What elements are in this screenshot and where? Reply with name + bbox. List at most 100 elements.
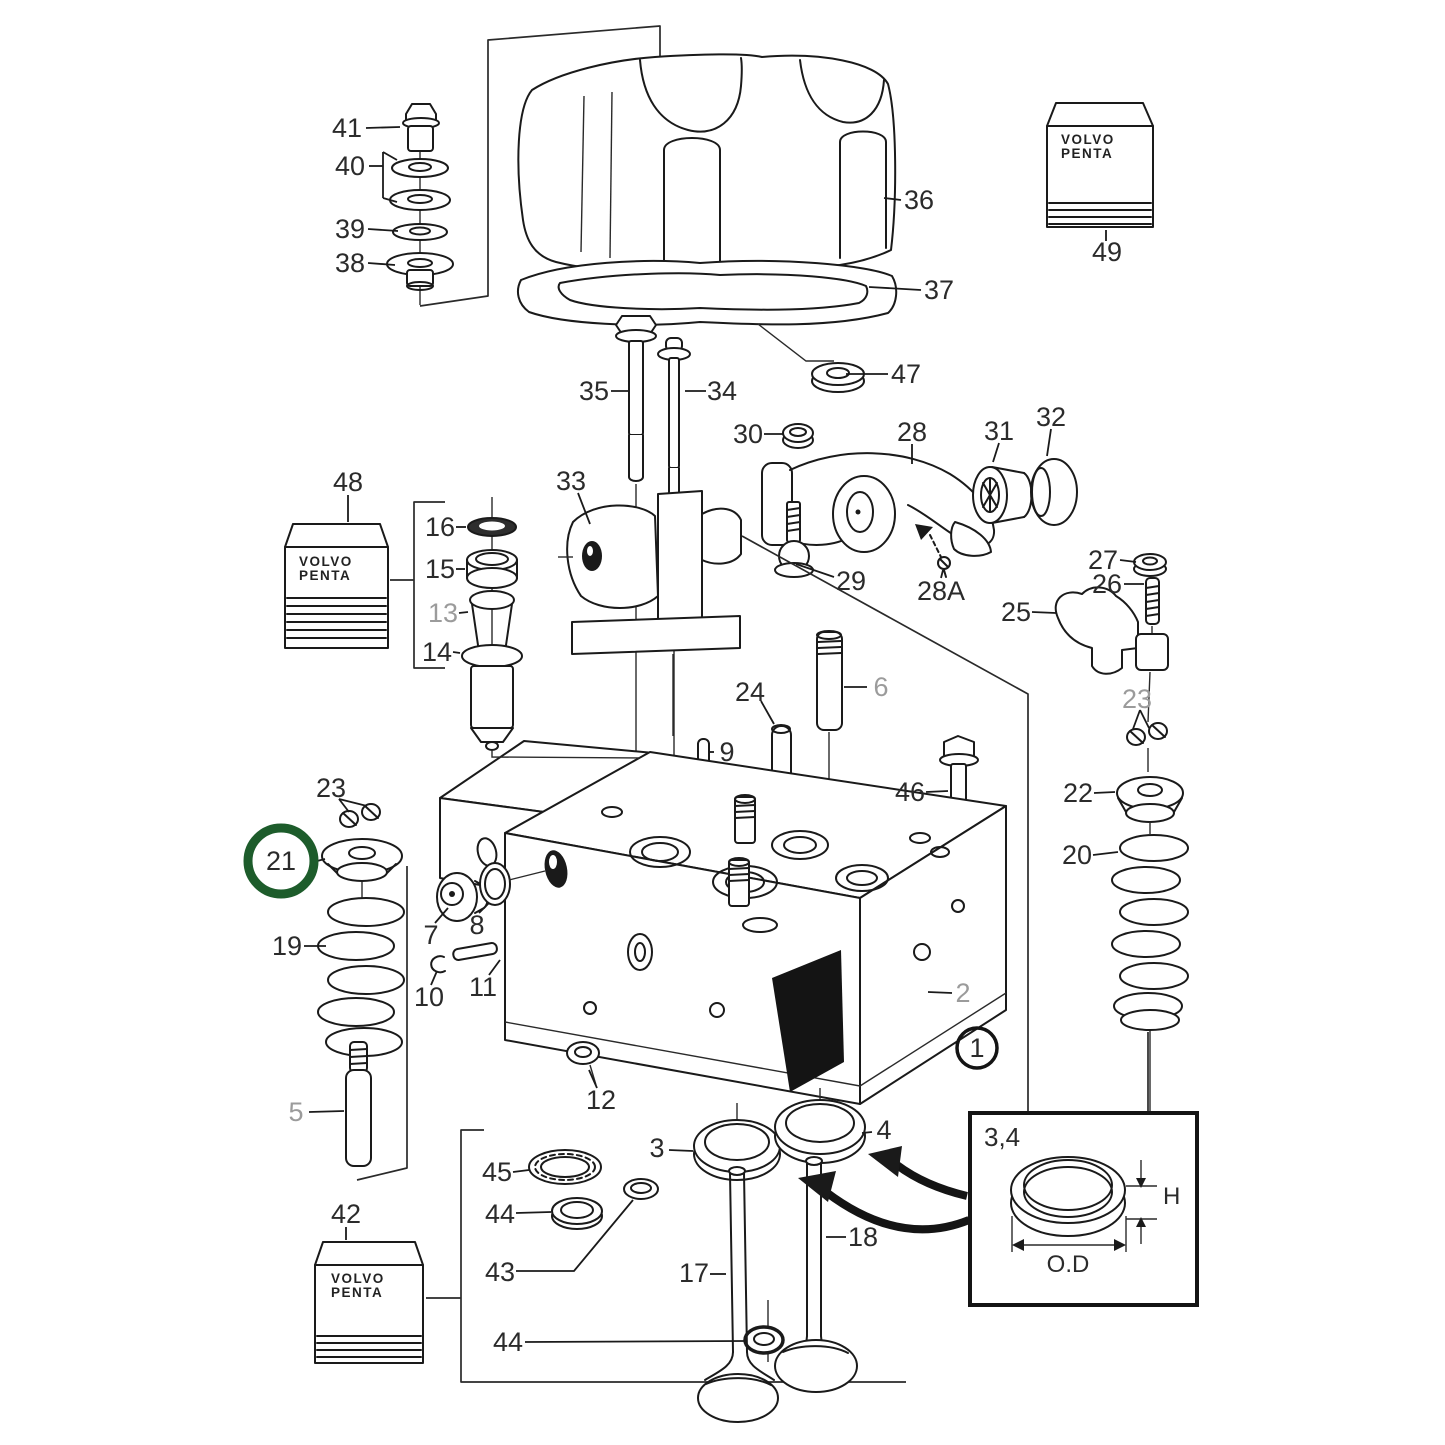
- callout-23-left: 23: [316, 773, 346, 803]
- callout-46: 46: [895, 777, 925, 807]
- brand-box-42: VOLVO PENTA: [314, 1241, 424, 1364]
- inset-detail-box: 3,4 H O.D: [968, 1111, 1199, 1307]
- callout-leader-38: [367, 262, 396, 266]
- seal-44-lower-drawing: [743, 1300, 785, 1362]
- brand-text-volvo: VOLVO: [1061, 132, 1115, 147]
- callout-leader-37: [868, 286, 922, 291]
- callout-leader-45: [512, 1169, 530, 1173]
- callout-13: 13: [428, 598, 458, 628]
- callout-45: 45: [482, 1157, 512, 1187]
- lock-screw-28a-drawing: [915, 524, 951, 578]
- callout-4: 4: [876, 1115, 891, 1145]
- callout-31: 31: [984, 416, 1014, 446]
- callout-leader-29: [795, 563, 835, 578]
- callout-leader-2: [927, 991, 953, 994]
- brand-box-48: VOLVO PENTA: [284, 523, 389, 649]
- callout-leader-36: [883, 197, 902, 201]
- cylinder-head-drawing: [439, 740, 1007, 1119]
- valve-seat-3-drawing: [693, 1119, 781, 1181]
- inset-od-label: O.D: [1047, 1251, 1090, 1278]
- inset-group-label: 3,4: [984, 1122, 1020, 1152]
- callout-leader-27: [1119, 559, 1137, 563]
- inset-height-label: H: [1163, 1183, 1180, 1210]
- brand-text-penta: PENTA: [1061, 146, 1113, 161]
- callout-6: 6: [873, 672, 888, 702]
- clip-10-drawing: [430, 955, 446, 974]
- callout-26: 26: [1092, 569, 1122, 599]
- callout-leader-8: [478, 902, 490, 914]
- callout-leader-46: [925, 790, 949, 793]
- callout-17: 17: [679, 1258, 709, 1288]
- collets-23-left-drawing: [339, 803, 381, 828]
- valve-cover-gasket-drawing: [516, 259, 898, 362]
- callout-leader-33: [577, 492, 591, 525]
- valve-cover-drawing: [517, 53, 897, 275]
- callout-leader-39: [367, 228, 399, 232]
- callout-28A: 28A: [917, 576, 965, 606]
- callout-32: 32: [1036, 402, 1066, 432]
- callout-leader-4: [861, 1131, 873, 1134]
- callout-21: 21: [266, 846, 296, 876]
- callout-leader-41: [365, 126, 401, 129]
- pin-11-drawing: [452, 942, 498, 961]
- collets-23-right-drawing: [1126, 722, 1168, 772]
- valve-seat-4-drawing: [774, 1099, 866, 1164]
- callout-leader-23-right-1: [1132, 709, 1141, 730]
- bottom-group-bracket-line: [426, 1129, 906, 1383]
- callout-33: 33: [556, 466, 586, 496]
- rocker-arm-28-drawing: [761, 452, 996, 557]
- callout-leader-23-right: [1139, 709, 1150, 729]
- callout-43: 43: [485, 1257, 515, 1287]
- callout-11: 11: [469, 972, 497, 1002]
- adjuster-screw-26-drawing: [1145, 577, 1160, 636]
- inset-pointer-arrows: [798, 1146, 971, 1234]
- callout-leader-13: [458, 611, 469, 614]
- callout-38: 38: [335, 248, 365, 278]
- callout-leader-23-left: [338, 798, 350, 813]
- nut-27-drawing: [1133, 553, 1167, 577]
- callout-2: 2: [955, 978, 970, 1008]
- callout-5: 5: [288, 1097, 303, 1127]
- valve-18-drawing: [774, 1156, 858, 1393]
- callout-3: 3: [649, 1133, 664, 1163]
- callout-44-upper: 44: [485, 1199, 515, 1229]
- callout-40: 40: [335, 151, 365, 181]
- callout-48: 48: [333, 467, 363, 497]
- brand-text-penta: PENTA: [331, 1285, 383, 1300]
- callout-41: 41: [332, 113, 362, 143]
- callout-44-lower: 44: [493, 1327, 523, 1357]
- brand-text-volvo: VOLVO: [331, 1271, 385, 1286]
- callout-12: 12: [586, 1085, 616, 1115]
- callout-1: 1: [969, 1033, 984, 1063]
- injector-sleeve-group-drawing: [390, 497, 641, 759]
- valve-17-drawing: [697, 1166, 779, 1423]
- callout-7: 7: [423, 920, 438, 950]
- callout-leader-24: [760, 700, 775, 725]
- black-highlight-ring-1: [955, 1026, 999, 1070]
- callout-20: 20: [1062, 840, 1092, 870]
- callout-leader-28A: [940, 569, 944, 579]
- left-group-bracket-line: [356, 866, 408, 1181]
- seal-washer-47-drawing: [811, 362, 865, 393]
- callout-42: 42: [331, 1199, 361, 1229]
- valve-spring-20-drawing: [1111, 834, 1189, 1130]
- nut-30-drawing: [782, 423, 814, 449]
- callout-leader-14: [452, 651, 461, 654]
- callout-leader-20: [1092, 851, 1119, 856]
- spring-retainer-22-drawing: [1116, 776, 1184, 834]
- callout-24: 24: [735, 677, 765, 707]
- callout-22: 22: [1063, 778, 1093, 808]
- brand-text-volvo: VOLVO: [299, 554, 353, 569]
- callout-leader-44-upper: [515, 1211, 552, 1214]
- callout-35: 35: [579, 376, 609, 406]
- housing-33-drawing: [558, 490, 742, 736]
- callout-30: 30: [733, 419, 763, 449]
- callout-leader-10: [430, 970, 438, 986]
- valve-guide-5-drawing: [345, 1041, 372, 1167]
- seal-44-upper-drawing: [551, 1197, 603, 1230]
- callout-leader-32: [1046, 428, 1052, 457]
- seal-45-drawing: [528, 1149, 602, 1185]
- callout-9: 9: [719, 737, 734, 767]
- callout-29: 29: [836, 566, 866, 596]
